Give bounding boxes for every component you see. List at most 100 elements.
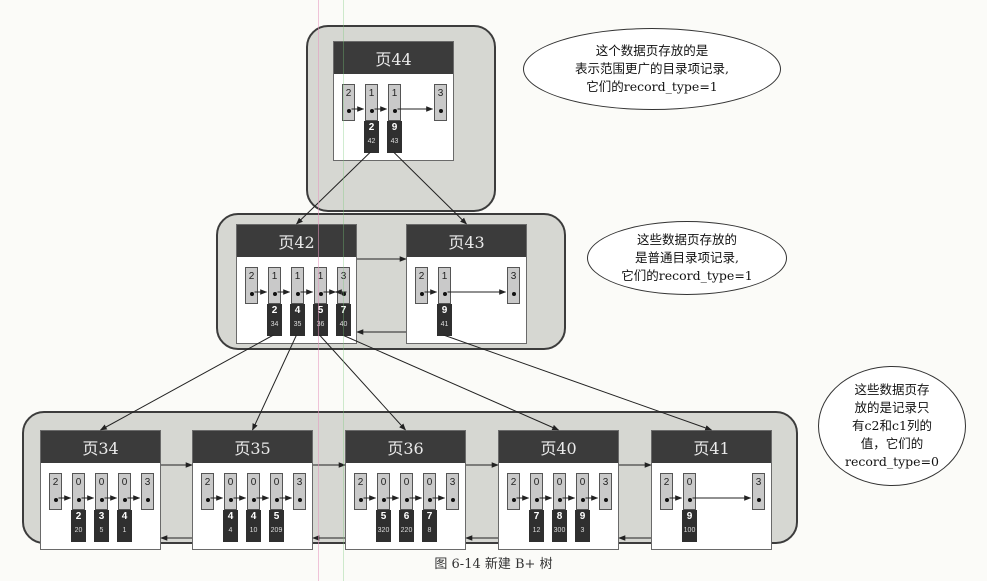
record-type: 0 [121,477,128,488]
infimum-record: 2 [342,84,355,121]
next-record-pointer [557,498,562,502]
next-record-pointer [205,498,210,502]
page-title: 页43 [407,225,526,257]
key-c2-value: 7 [340,305,347,316]
record-type: 3 [602,477,609,488]
note-leaf-line-3: 有c2和c1列的 [852,418,932,433]
record-key: 7 40 [336,304,351,336]
note-root-line-3: 它们的record_type=1 [586,79,718,94]
next-record-pointer [99,498,104,502]
record-type: 0 [556,477,563,488]
key-c2-value: 6 [403,511,410,522]
infimum-record: 2 [507,473,520,510]
user-record: 0 [576,473,589,510]
key-second-value: 35 [293,321,302,328]
next-record-pointer [442,292,447,296]
key-c2-value: 2 [271,305,278,316]
infimum-record: 2 [660,473,673,510]
record-type: 2 [248,271,255,282]
next-record-pointer [419,292,424,296]
next-record-pointer [346,109,351,113]
record-type: 0 [98,477,105,488]
supremum-record: 3 [293,473,306,510]
note-leaf-line-2: 放的是记录只 [854,400,930,415]
next-record-pointer [297,498,302,502]
note-internal-line-1: 这些数据页存放的 [636,232,737,247]
key-c2-value: 3 [98,511,105,522]
key-c2-value: 4 [294,305,301,316]
user-record: 0 [683,473,696,510]
supremum-record: 3 [446,473,459,510]
page-title: 页41 [652,431,771,463]
next-record-pointer [392,109,397,113]
note-internal-line-3: 它们的record_type=1 [621,268,753,283]
key-c2-value: 2 [75,511,82,522]
note-internal-directory-records: 这些数据页存放的 是普通目录项记录, 它们的record_type=1 [587,221,787,295]
next-record-pointer [272,292,277,296]
key-second-value: 40 [339,321,348,328]
record-type: 1 [441,271,448,282]
key-second-value: 320 [377,527,390,534]
supremum-record: 3 [141,473,154,510]
figure-caption: 图 6-14 新建 B+ 树 [434,557,553,572]
record-type: 0 [686,477,693,488]
key-c2-value: 5 [317,305,324,316]
note-internal-line-2: 是普通目录项记录, [635,250,739,265]
record-type: 0 [579,477,586,488]
user-record: 1 [268,267,281,304]
infimum-record: 2 [49,473,62,510]
key-c2-value: 7 [426,511,433,522]
next-record-pointer [511,292,516,296]
user-record: 0 [118,473,131,510]
page-title: 页35 [193,431,312,463]
key-c2-value: 4 [121,511,128,522]
record-type: 2 [418,271,425,282]
key-second-value: 34 [270,321,279,328]
infimum-record: 2 [415,267,428,304]
record-type: 2 [204,477,211,488]
note-leaf-line-1: 这些数据页存 [854,382,930,397]
key-second-value: 5 [99,527,104,534]
page-title: 页40 [499,431,618,463]
next-record-pointer [274,498,279,502]
key-second-value: 1 [122,527,127,534]
record-type: 2 [510,477,517,488]
record-type: 3 [449,477,456,488]
key-c2-value: 2 [368,122,375,133]
key-c2-value: 8 [556,511,563,522]
key-c2-value: 5 [273,511,280,522]
next-record-pointer [756,498,761,502]
user-record: 0 [247,473,260,510]
next-record-pointer [145,498,150,502]
key-c2-value: 9 [579,511,586,522]
key-c2-value: 9 [391,122,398,133]
record-key: 4 35 [290,304,305,336]
page-title: 页36 [346,431,465,463]
record-type: 1 [294,271,301,282]
infimum-record: 2 [245,267,258,304]
key-second-value: 300 [553,527,566,534]
scan-line-green [343,0,344,581]
user-record: 0 [95,473,108,510]
next-record-pointer [511,498,516,502]
key-second-value: 100 [683,527,696,534]
note-root-directory-records: 这个数据页存放的是 表示范围更广的目录项记录, 它们的record_type=1 [523,28,781,110]
user-record: 0 [270,473,283,510]
key-c2-value: 9 [686,511,693,522]
infimum-record: 2 [354,473,367,510]
record-type: 3 [296,477,303,488]
record-type: 0 [380,477,387,488]
